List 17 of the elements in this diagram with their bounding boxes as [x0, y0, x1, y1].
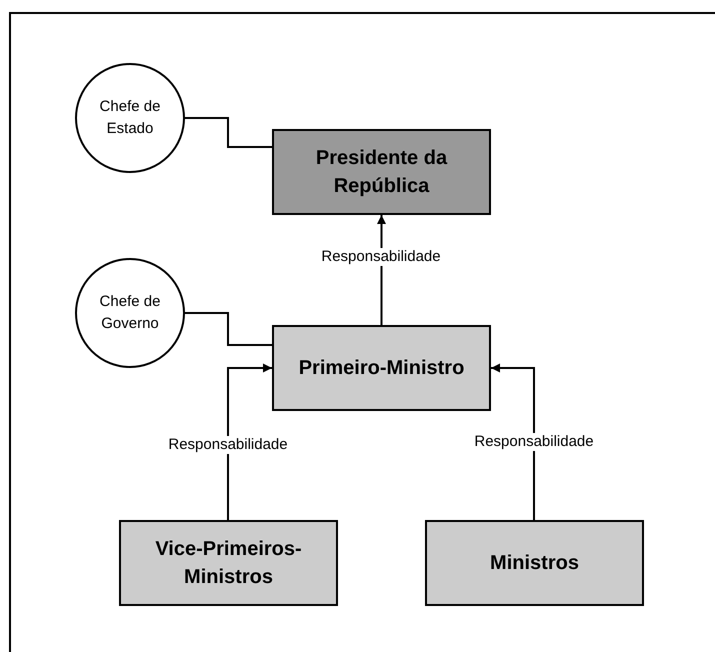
role-label: Chefe de Estado [98, 97, 162, 139]
edge-label: Responsabilidade [167, 436, 289, 454]
office-box [425, 520, 644, 606]
office-title: Vice-Primeiros-Ministros [154, 537, 303, 590]
office-title: Presidente da República [314, 146, 448, 199]
edge-label: Responsabilidade [320, 248, 442, 266]
edge-label: Responsabilidade [473, 433, 595, 451]
connector-line [185, 117, 272, 148]
office-title: Ministros [489, 551, 580, 576]
office-title: Primeiro-Ministro [298, 356, 466, 381]
office-box [272, 325, 491, 411]
role-label: Chefe de Governo [98, 292, 162, 334]
arrow [491, 364, 535, 520]
connector-line [185, 312, 272, 346]
office-box [272, 129, 491, 215]
arrow [227, 364, 272, 520]
office-box [119, 520, 338, 606]
